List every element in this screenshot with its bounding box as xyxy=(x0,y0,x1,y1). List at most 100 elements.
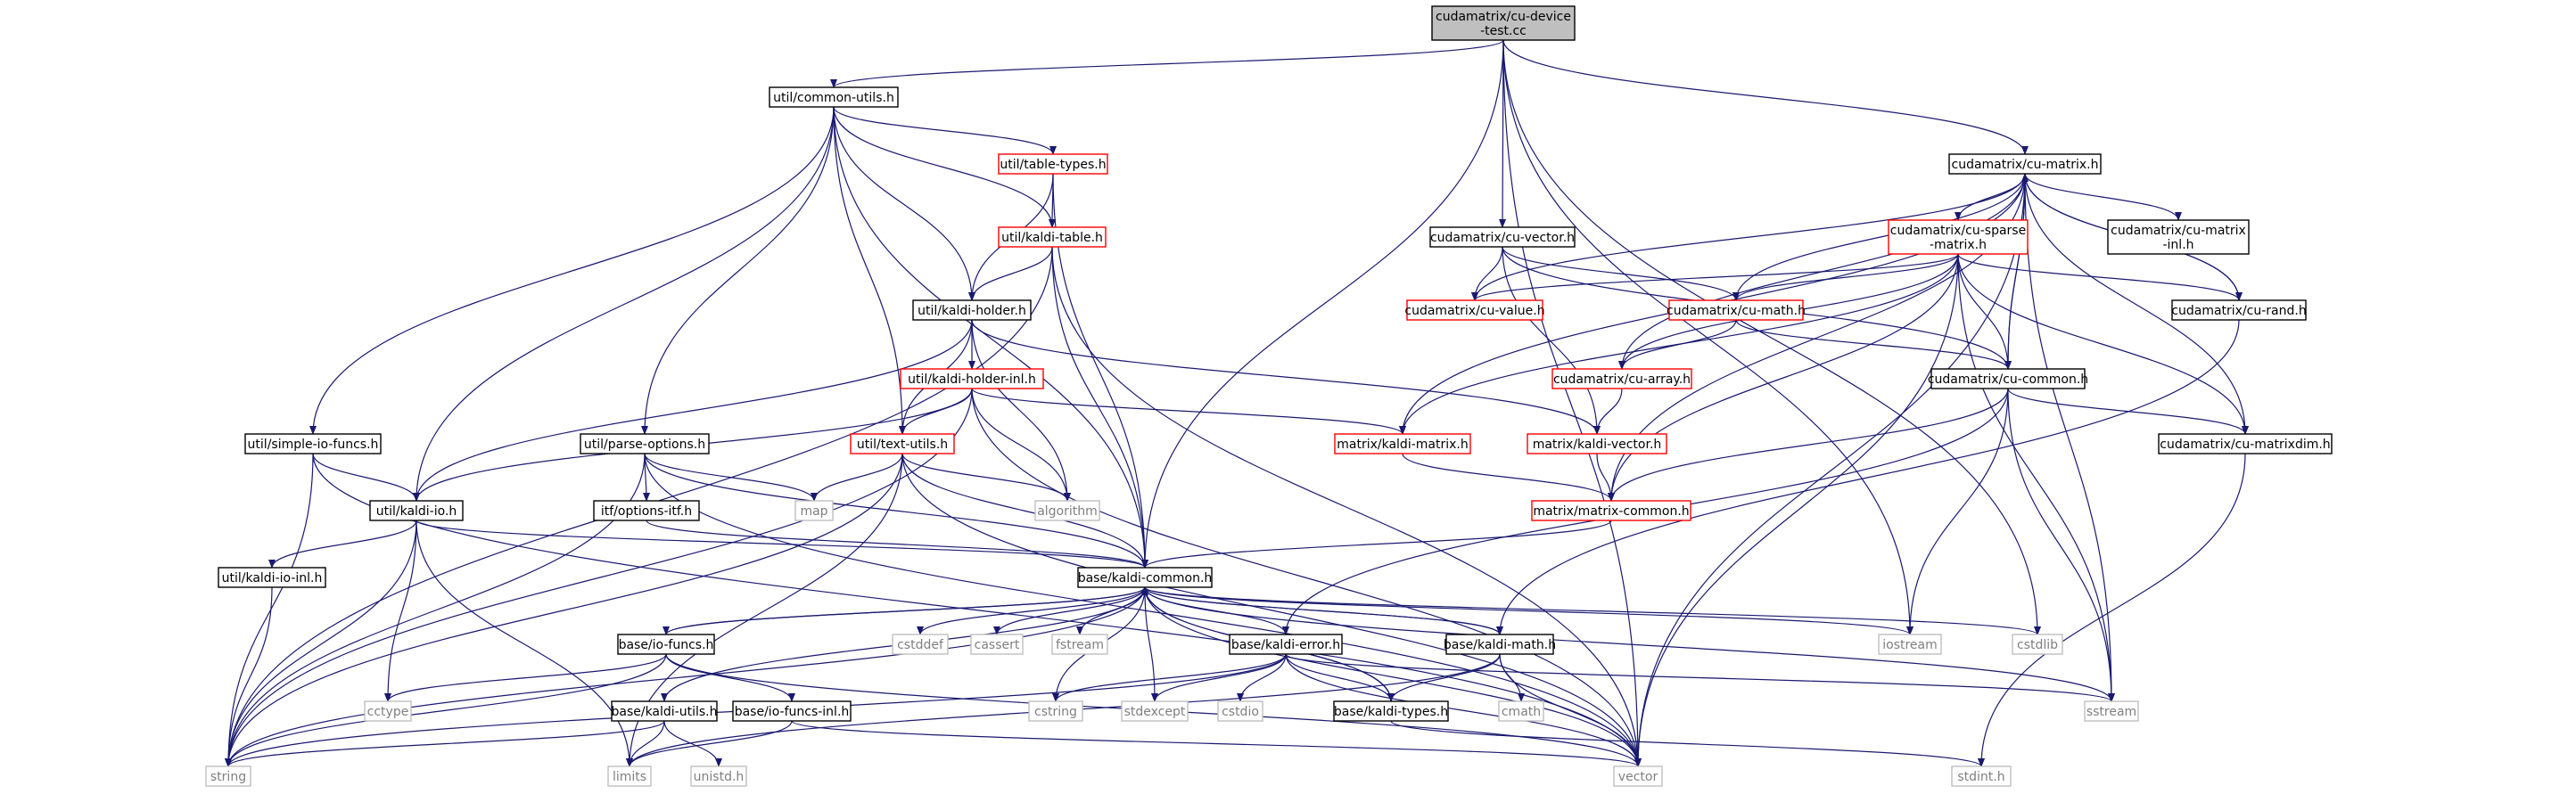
node-box xyxy=(1229,634,1343,655)
node-kaldi-math[interactable]: base/kaldi-math.h xyxy=(1444,634,1556,655)
edge-cu_matrix-to-cu_matrixdim xyxy=(2024,173,2249,435)
node-cassert[interactable]: cassert xyxy=(970,634,1024,655)
node-kaldi-utils[interactable]: base/kaldi-utils.h xyxy=(611,700,718,722)
edge-cu_vector-to-cu_math xyxy=(1502,246,1740,301)
edge-kaldi_utils-to-string xyxy=(225,720,665,767)
node-cu-matrix-inl[interactable]: cudamatrix/cu-matrix-inl.h xyxy=(2107,219,2250,255)
node-cu-vector[interactable]: cudamatrix/cu-vector.h xyxy=(1429,226,1576,248)
node-box xyxy=(1051,634,1108,655)
node-fstream[interactable]: fstream xyxy=(1051,634,1108,655)
edge-kaldi_holder_inl-to-kaldi_matrix xyxy=(971,388,1406,435)
node-label: cassert xyxy=(975,638,1020,652)
node-options-itf[interactable]: itf/options-itf.h xyxy=(593,500,700,521)
node-box xyxy=(794,500,834,521)
node-box xyxy=(1951,765,2012,787)
node-box xyxy=(769,86,899,108)
node-box xyxy=(369,500,464,521)
edge-cu_sparse-to-cu_common xyxy=(1957,253,2012,370)
node-label: cudamatrix/cu-rand.h xyxy=(2171,304,2306,318)
node-cstdio[interactable]: cstdio xyxy=(1217,700,1263,722)
node-kaldi-io[interactable]: util/kaldi-io.h xyxy=(369,500,464,521)
node-kaldi-io-inl[interactable]: util/kaldi-io-inl.h xyxy=(218,567,326,588)
node-root[interactable]: cudamatrix/cu-device-test.cc xyxy=(1431,5,1576,41)
edge-io_funcs-to-string xyxy=(225,653,667,767)
node-limits[interactable]: limits xyxy=(607,765,652,787)
node-box xyxy=(900,368,1044,389)
edge-parse_options-to-map xyxy=(644,453,818,502)
node-cu-matrixdim[interactable]: cudamatrix/cu-matrixdim.h xyxy=(2158,433,2333,454)
edge-root-to-common_utils xyxy=(830,39,1504,88)
node-label: cstring xyxy=(1034,705,1077,719)
edge-cu_matrix-to-vector xyxy=(1634,173,2026,767)
node-box xyxy=(364,700,412,722)
node-common-utils[interactable]: util/common-utils.h xyxy=(769,86,899,108)
edge-kaldi_error-to-vector xyxy=(1285,653,1642,767)
node-kaldi-holder[interactable]: util/kaldi-holder.h xyxy=(912,299,1032,321)
node-label: util/table-types.h xyxy=(1000,158,1106,172)
node-kaldi-common[interactable]: base/kaldi-common.h xyxy=(1077,567,1213,588)
edge-kaldi_table-to-vector xyxy=(1051,246,1642,767)
edge-cu_array-to-kaldi_vector xyxy=(1593,388,1623,435)
node-kaldi-vector[interactable]: matrix/kaldi-vector.h xyxy=(1527,433,1667,454)
node-sstream[interactable]: sstream xyxy=(2084,700,2139,722)
node-cu-sparse[interactable]: cudamatrix/cu-sparse-matrix.h xyxy=(1888,219,2029,255)
edge-matrix_common-to-kaldi_common xyxy=(1141,520,1612,569)
edge-root-to-vector xyxy=(1502,39,1642,767)
node-vector[interactable]: vector xyxy=(1613,765,1663,787)
node-cu-math[interactable]: cudamatrix/cu-math.h xyxy=(1667,299,1806,321)
node-kaldi-error[interactable]: base/kaldi-error.h xyxy=(1229,634,1343,655)
node-io-funcs-inl[interactable]: base/io-funcs-inl.h xyxy=(732,700,852,722)
node-cstdlib[interactable]: cstdlib xyxy=(2012,634,2063,655)
node-cu-array[interactable]: cudamatrix/cu-array.h xyxy=(1551,368,1692,389)
edge-kaldi_io-to-kaldi_io_inl xyxy=(268,520,417,569)
edge-cu_matrixdim-to-stdint xyxy=(1978,453,2246,767)
edge-kaldi_error-to-kaldi_types xyxy=(1285,653,1395,702)
node-kaldi-matrix[interactable]: matrix/kaldi-matrix.h xyxy=(1334,433,1471,454)
node-box xyxy=(1431,5,1576,41)
node-label: cudamatrix/cu-matrix xyxy=(2111,224,2246,238)
node-cstddef[interactable]: cstddef xyxy=(892,634,949,655)
edge-cu_rand-to-kaldi_math xyxy=(1496,319,2240,635)
node-kaldi-holder-inl[interactable]: util/kaldi-holder-inl.h xyxy=(900,368,1044,389)
node-table-types[interactable]: util/table-types.h xyxy=(998,153,1108,175)
edge-kaldi_math-to-kaldi_types xyxy=(1387,653,1501,702)
edge-cu_sparse-to-cu_rand xyxy=(1957,253,2243,301)
edge-io_funcs-to-cctype xyxy=(384,653,667,702)
node-label: cctype xyxy=(367,705,409,719)
edge-kaldi_table-to-kaldi_common xyxy=(1051,246,1148,569)
node-label: sstream xyxy=(2086,705,2136,719)
node-cu-value[interactable]: cudamatrix/cu-value.h xyxy=(1404,299,1545,321)
node-matrix-common[interactable]: matrix/matrix-common.h xyxy=(1531,500,1691,521)
node-cmath[interactable]: cmath xyxy=(1498,700,1544,722)
node-label: itf/options-itf.h xyxy=(601,504,692,519)
edge-parse_options-to-kaldi_common xyxy=(644,453,1148,569)
node-cu-matrix[interactable]: cudamatrix/cu-matrix.h xyxy=(1948,153,2102,175)
node-label: base/kaldi-common.h xyxy=(1078,571,1213,585)
edge-kaldi_math-to-kaldi_common xyxy=(1141,586,1501,635)
node-algorithm[interactable]: algorithm xyxy=(1034,500,1100,521)
node-stdexcept[interactable]: stdexcept xyxy=(1121,700,1189,722)
edge-root-to-iostream xyxy=(1502,39,1913,635)
node-kaldi-table[interactable]: util/kaldi-table.h xyxy=(998,226,1107,248)
node-box xyxy=(1498,700,1544,722)
node-text-utils[interactable]: util/text-utils.h xyxy=(850,433,955,454)
edge-text_utils-to-map xyxy=(811,453,903,502)
node-map[interactable]: map xyxy=(794,500,834,521)
node-box xyxy=(1668,299,1804,321)
node-stdint[interactable]: stdint.h xyxy=(1951,765,2012,787)
node-parse-options[interactable]: util/parse-options.h xyxy=(580,433,710,454)
node-simple-io[interactable]: util/simple-io-funcs.h xyxy=(244,433,382,454)
node-cstring[interactable]: cstring xyxy=(1028,700,1083,722)
node-string[interactable]: string xyxy=(205,765,251,787)
node-cctype[interactable]: cctype xyxy=(364,700,412,722)
node-label: cudamatrix/cu-device xyxy=(1436,10,1571,24)
edge-common_utils-to-text_utils xyxy=(833,106,906,435)
node-box xyxy=(1551,368,1692,389)
node-kaldi-types[interactable]: base/kaldi-types.h xyxy=(1333,700,1449,722)
node-io-funcs[interactable]: base/io-funcs.h xyxy=(617,634,715,655)
node-iostream[interactable]: iostream xyxy=(1878,634,1942,655)
node-unistd[interactable]: unistd.h xyxy=(690,765,747,787)
node-cu-common[interactable]: cudamatrix/cu-common.h xyxy=(1928,368,2088,389)
node-cu-rand[interactable]: cudamatrix/cu-rand.h xyxy=(2171,299,2307,321)
